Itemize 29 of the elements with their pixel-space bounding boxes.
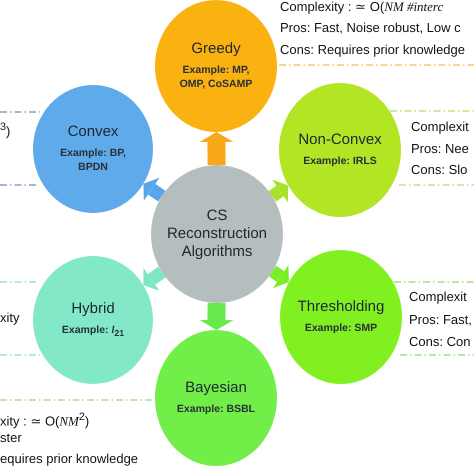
- category-title: Non-Convex: [298, 131, 382, 150]
- side-note: Cons: Slo: [411, 162, 468, 178]
- example-text: Example: SMP: [304, 322, 378, 336]
- example-text: Example: MP, OMP, CoSAMP: [178, 64, 254, 92]
- side-note: Pros: Fast,: [409, 312, 472, 328]
- category-title: Hybrid: [71, 300, 115, 318]
- side-note: Cons: Con: [409, 334, 470, 350]
- side-note: $^{3}$): [0, 120, 10, 140]
- category-title: Thresholding: [298, 298, 384, 316]
- category-title: Greedy: [191, 40, 241, 58]
- example-text: Example: BSBL: [176, 403, 256, 417]
- side-note: Complexit: [411, 119, 469, 135]
- side-note: equires prior knowledge: [0, 451, 138, 467]
- arrow: [199, 302, 234, 330]
- category-title: Bayesian: [185, 379, 247, 398]
- category-title: Convex: [68, 123, 118, 142]
- example-text: Example: BP, BPDN: [59, 147, 127, 175]
- side-note: Pros: Nee: [411, 141, 469, 157]
- side-note: Complexity : ≃ O(NM #interc: [280, 0, 444, 15]
- side-note: Cons: Requires prior knowledge: [280, 42, 465, 58]
- side-note: xity: [0, 310, 20, 326]
- arrow: [199, 132, 234, 166]
- side-note: Complexit: [409, 289, 467, 305]
- hub-title: CS Reconstruction Algorithms: [166, 207, 268, 261]
- side-note: xity : ≃ O(NM$^{2}$): [0, 410, 90, 430]
- example-text: Example: IRLS: [303, 155, 377, 169]
- example-text: Example: l$_{21}$: [62, 324, 124, 340]
- side-note: ster: [0, 430, 22, 446]
- side-note: Pros: Fast, Noise robust, Low c: [280, 20, 461, 36]
